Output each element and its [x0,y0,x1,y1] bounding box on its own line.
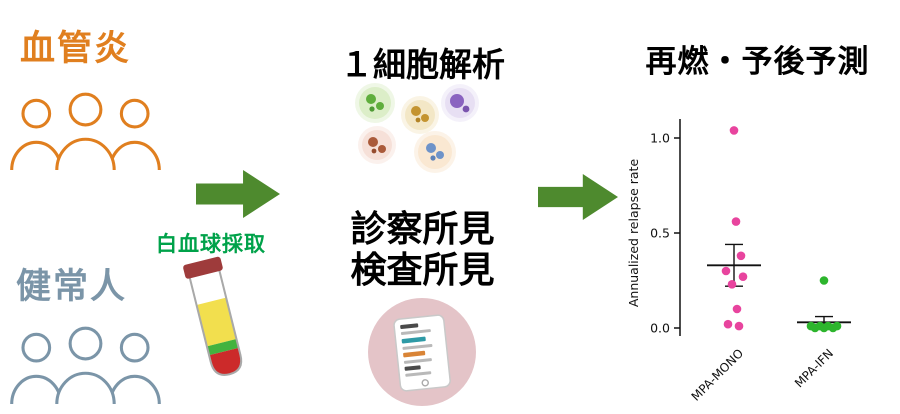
relapse-rate-scatter-plot: 1.0 0.5 0.0 Annualized relapse rateMPA-MONO… [626,119,851,404]
healthy-people-icon [10,326,161,404]
single-cells-icon [355,83,479,173]
svg-text:0.5: 0.5 [650,226,670,241]
vasculitis-label: 血管炎 [20,29,132,69]
test-findings-label: 検査所見 [350,249,495,291]
vasculitis-patients-icon [10,92,161,170]
svg-text:MPA-MONO: MPA-MONO [689,346,747,404]
svg-text:1.0: 1.0 [650,131,670,146]
record-tablet-icon [368,298,476,406]
arrow-right-icon-2 [538,174,618,220]
outcome-title: 再燃・予後予測 [645,44,870,80]
svg-text:0.0: 0.0 [650,321,670,336]
blood-tube-icon [183,256,245,378]
arrow-right-icon [196,170,280,218]
leukocyte-label: 白血球採取 [156,232,266,256]
svg-text:Annualized relapse rate: Annualized relapse rate [626,159,641,308]
healthy-label: 健常人 [16,267,128,307]
single-cell-title: １細胞解析 [340,45,505,84]
exam-findings-label: 診察所見 [350,209,495,250]
findings-label: 診察所見 検査所見 [320,209,525,291]
svg-text:MPA-IFN: MPA-IFN [792,346,836,390]
